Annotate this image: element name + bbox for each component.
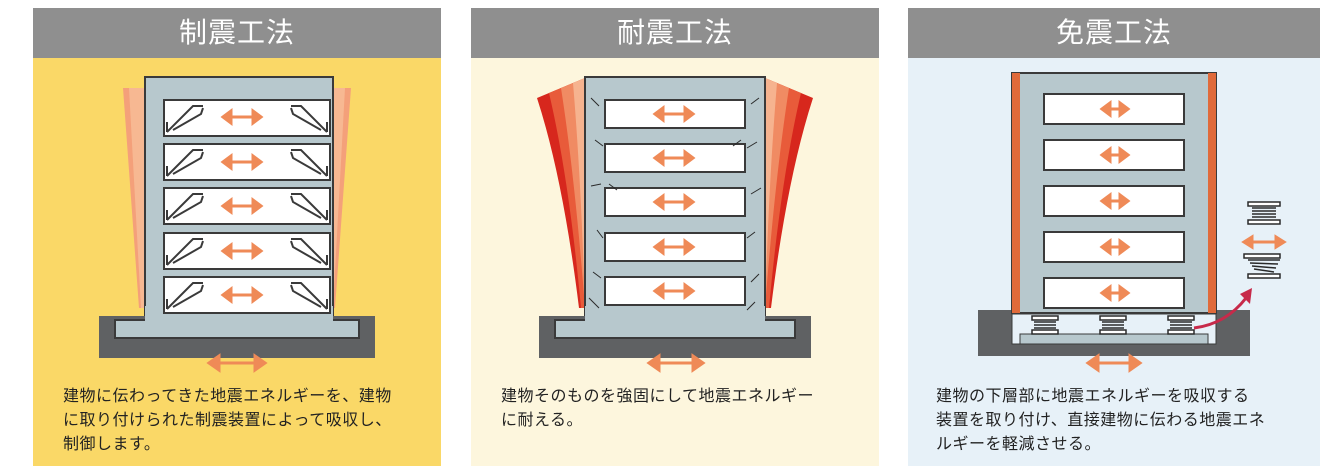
earthquake-resistant-diagram	[537, 76, 813, 373]
double-arrow-icon	[646, 105, 706, 373]
panel-earthquake-resistant: 耐震工法	[471, 8, 879, 466]
floor-row	[163, 99, 331, 314]
panel-seismic-isolation: 免震工法	[908, 8, 1320, 466]
isolator-icon	[1031, 315, 1195, 335]
panel-title: 免震工法	[908, 8, 1320, 58]
double-arrow-icon	[206, 108, 268, 373]
isolator-icon	[1243, 201, 1281, 279]
seismic-control-diagram	[99, 76, 375, 373]
pointer-arrow-icon	[1193, 297, 1248, 330]
panel-caption: 建物の下層部に地震エネルギーを吸収する 装置を取り付け、直接建物に伝わる地震エネ…	[936, 386, 1266, 453]
seismic-isolation-diagram	[978, 72, 1287, 373]
panel-caption: 建物そのものを強固にして地震エネルギー に耐える。	[501, 386, 815, 429]
panel-title: 耐震工法	[471, 8, 879, 58]
crack-icon	[588, 97, 762, 311]
double-arrow-icon	[1085, 100, 1287, 373]
foundation	[1019, 333, 1209, 345]
panel-title: 制震工法	[33, 8, 441, 58]
damper-brace-icon	[166, 105, 328, 310]
panel-caption: 建物に伝わってきた地震エネルギーを、建物 に取り付けられた制震装置によって吸収し…	[63, 386, 392, 453]
panel-seismic-control: 制震工法	[33, 8, 441, 466]
